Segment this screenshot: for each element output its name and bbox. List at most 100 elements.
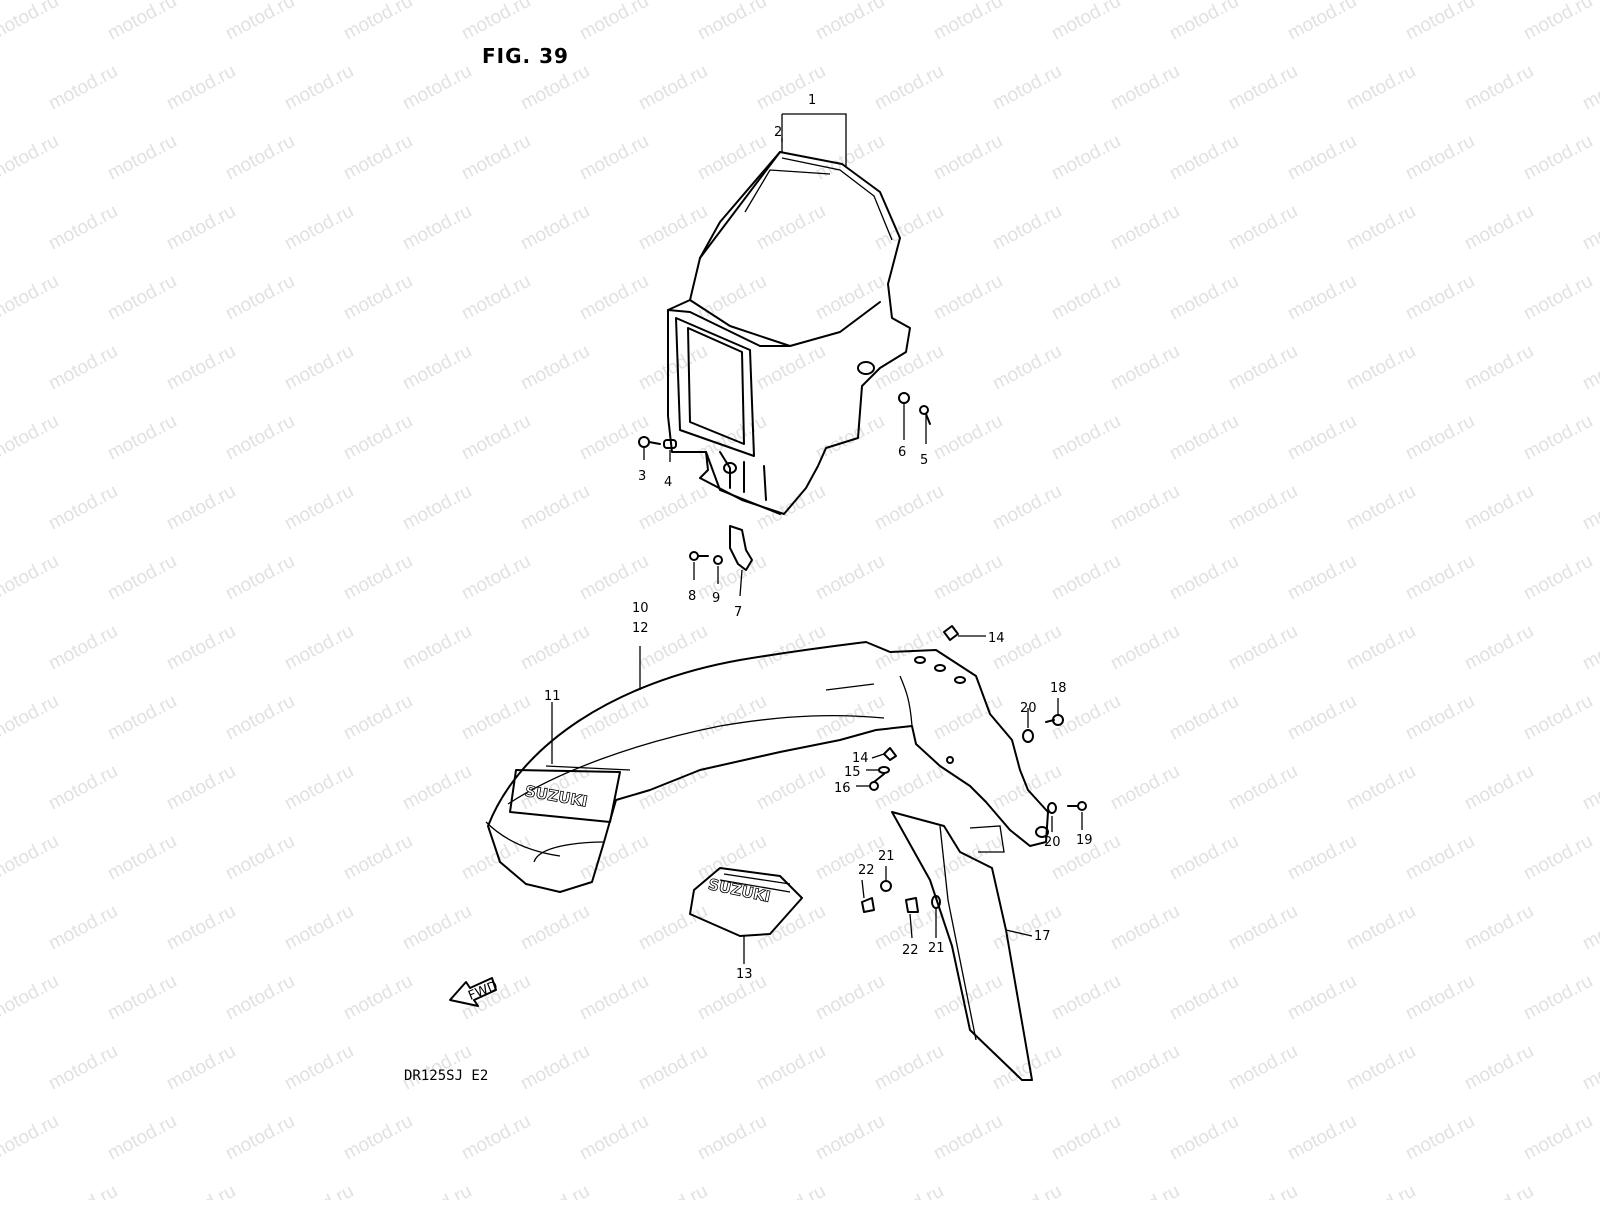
watermark-text: motod.ru xyxy=(104,411,180,465)
watermark-text: motod.ru xyxy=(222,0,298,44)
watermark-text: motod.ru xyxy=(517,201,593,255)
watermark-text: motod.ru xyxy=(1402,411,1478,465)
watermark-text: motod.ru xyxy=(812,0,888,44)
watermark-text: motod.ru xyxy=(340,411,416,465)
watermark-text: motod.ru xyxy=(812,131,888,185)
watermark-text: motod.ru xyxy=(1225,761,1301,815)
watermark-text: motod.ru xyxy=(163,341,239,395)
watermark-text: motod.ru xyxy=(517,1181,593,1200)
watermark-text: motod.ru xyxy=(45,1041,121,1095)
figure-title: FIG. 39 xyxy=(482,44,569,68)
watermark-text: motod.ru xyxy=(930,271,1006,325)
cowl-bracket-7 xyxy=(689,525,753,571)
watermark-text: motod.ru xyxy=(104,971,180,1025)
watermark-text: motod.ru xyxy=(1579,1041,1600,1095)
watermark-text: motod.ru xyxy=(1107,61,1183,115)
watermark-text: motod.ru xyxy=(104,831,180,885)
watermark-text: motod.ru xyxy=(871,201,947,255)
watermark-text: motod.ru xyxy=(163,481,239,535)
washer-15 xyxy=(878,766,890,774)
watermark-text: motod.ru xyxy=(1343,61,1419,115)
watermark-text: motod.ru xyxy=(1343,201,1419,255)
watermark-text: motod.ru xyxy=(45,1181,121,1200)
watermark-text: motod.ru xyxy=(930,1111,1006,1165)
watermark-text: motod.ru xyxy=(517,621,593,675)
watermark-text: motod.ru xyxy=(1461,621,1537,675)
watermark-text: motod.ru xyxy=(45,201,121,255)
cowl-nut-6 xyxy=(898,392,910,404)
callout-15: 15 xyxy=(844,765,861,780)
watermark-text: motod.ru xyxy=(281,341,357,395)
watermark-text: motod.ru xyxy=(930,551,1006,605)
callout-2: 2 xyxy=(774,125,782,140)
callout-19: 19 xyxy=(1076,833,1093,848)
cowl-bolt-3 xyxy=(638,436,661,448)
cowl-bushing-4 xyxy=(663,439,677,449)
watermark-text: motod.ru xyxy=(1284,551,1360,605)
nut-22-left xyxy=(861,897,875,913)
watermark-text: motod.ru xyxy=(163,761,239,815)
callout-3: 3 xyxy=(638,469,646,484)
watermark-text: motod.ru xyxy=(340,551,416,605)
watermark-text: motod.ru xyxy=(1284,0,1360,44)
watermark-text: motod.ru xyxy=(281,201,357,255)
watermark-text: motod.ru xyxy=(753,201,829,255)
watermark-text: motod.ru xyxy=(340,271,416,325)
watermark-text: motod.ru xyxy=(1284,131,1360,185)
model-code: DR125SJ E2 xyxy=(404,1068,489,1084)
mudguard-extension-17 xyxy=(891,811,1033,1081)
watermark-text: motod.ru xyxy=(104,271,180,325)
watermark-text: motod.ru xyxy=(871,61,947,115)
watermark-text: motod.ru xyxy=(0,971,62,1025)
watermark-text: motod.ru xyxy=(694,0,770,44)
watermark-text: motod.ru xyxy=(1520,131,1596,185)
watermark-text: motod.ru xyxy=(281,481,357,535)
watermark-text: motod.ru xyxy=(1107,1181,1183,1200)
watermark-text: motod.ru xyxy=(104,691,180,745)
watermark-text: motod.ru xyxy=(989,1181,1065,1200)
watermark-text: motod.ru xyxy=(281,761,357,815)
watermark-text: motod.ru xyxy=(222,1111,298,1165)
callout-12: 12 xyxy=(632,621,649,636)
watermark-text: motod.ru xyxy=(399,201,475,255)
watermark-text: motod.ru xyxy=(1461,341,1537,395)
watermark-text: motod.ru xyxy=(753,341,829,395)
watermark-text: motod.ru xyxy=(1048,271,1124,325)
watermark-text: motod.ru xyxy=(635,201,711,255)
watermark-text: motod.ru xyxy=(222,551,298,605)
watermark-text: motod.ru xyxy=(1166,551,1242,605)
watermark-text: motod.ru xyxy=(1402,1111,1478,1165)
watermark-text: motod.ru xyxy=(1343,1041,1419,1095)
watermark-text: motod.ru xyxy=(1107,1041,1183,1095)
watermark-text: motod.ru xyxy=(1225,341,1301,395)
watermark-text: motod.ru xyxy=(1166,271,1242,325)
watermark-text: motod.ru xyxy=(1166,831,1242,885)
watermark-text: motod.ru xyxy=(281,621,357,675)
watermark-text: motod.ru xyxy=(1225,201,1301,255)
watermark-text: motod.ru xyxy=(576,691,652,745)
watermark-text: motod.ru xyxy=(1461,1041,1537,1095)
watermark-text: motod.ru xyxy=(1048,131,1124,185)
watermark-text: motod.ru xyxy=(930,411,1006,465)
watermark-text: motod.ru xyxy=(340,831,416,885)
watermark-text: motod.ru xyxy=(1284,691,1360,745)
watermark-text: motod.ru xyxy=(1579,61,1600,115)
watermark-text: motod.ru xyxy=(399,1181,475,1200)
watermark-text: motod.ru xyxy=(0,131,62,185)
callout-20-top: 20 xyxy=(1020,701,1037,716)
headlight-cowl xyxy=(667,151,911,515)
watermark-text: motod.ru xyxy=(458,0,534,44)
callout-labels: 1 2 3 4 5 6 7 8 9 10 11 12 13 14 14 15 1… xyxy=(544,93,1093,982)
watermark-text: motod.ru xyxy=(1107,201,1183,255)
watermark-text: motod.ru xyxy=(458,831,534,885)
watermark-text: motod.ru xyxy=(1520,971,1596,1025)
fastener-14-top xyxy=(943,625,959,641)
watermark-text: motod.ru xyxy=(1343,621,1419,675)
watermark-text: motod.ru xyxy=(694,971,770,1025)
watermark-text: motod.ru xyxy=(45,901,121,955)
watermark-text: motod.ru xyxy=(1579,201,1600,255)
watermark-text: motod.ru xyxy=(635,1181,711,1200)
watermark-text: motod.ru xyxy=(104,551,180,605)
watermark-text: motod.ru xyxy=(517,341,593,395)
